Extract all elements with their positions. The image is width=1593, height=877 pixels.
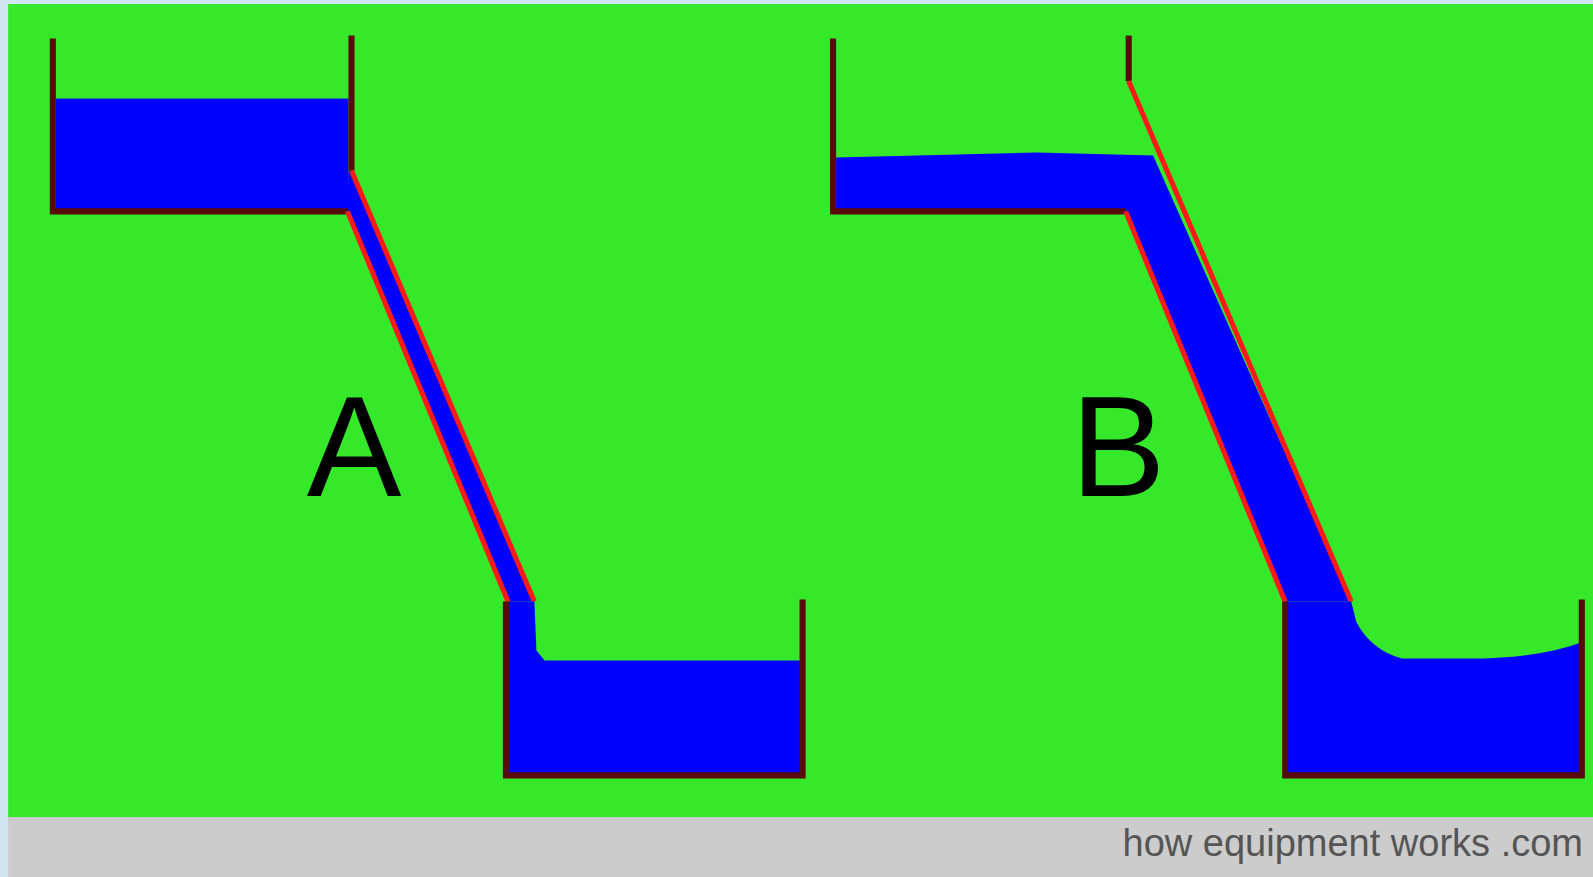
green-ground xyxy=(8,4,1593,817)
watermark: how equipment works .com xyxy=(1123,824,1583,862)
water xyxy=(836,152,1351,601)
water xyxy=(1285,602,1582,776)
footer-band xyxy=(8,817,1593,877)
tank-wall xyxy=(506,600,803,776)
figure-label: A xyxy=(307,376,402,518)
tank-wall xyxy=(1285,600,1582,776)
water xyxy=(56,99,349,212)
tank-wall xyxy=(348,36,354,171)
pipe-wall xyxy=(1129,81,1351,601)
tank-wall xyxy=(53,39,348,212)
tank-wall xyxy=(1126,36,1132,82)
figure-label: B xyxy=(1071,376,1166,518)
tank-wall xyxy=(833,39,1126,212)
water xyxy=(508,602,803,776)
